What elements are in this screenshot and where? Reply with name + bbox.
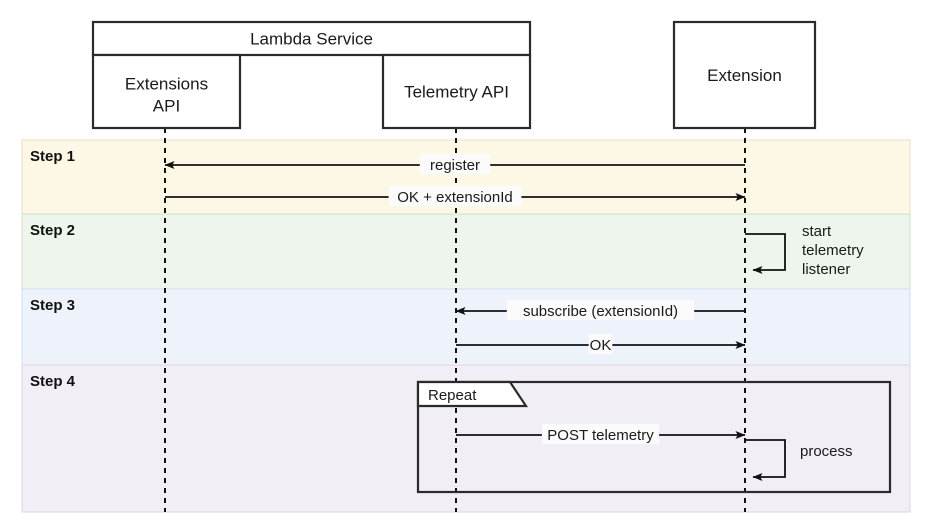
step-label-1: Step 1 — [30, 148, 75, 165]
message-label-ok: OK — [590, 337, 612, 354]
message-label-subscribe: subscribe (extensionId) — [523, 303, 678, 320]
message-label-post-telemetry: POST telemetry — [547, 427, 654, 444]
self-message-loop-process — [745, 439, 786, 481]
self-message-label-start-telemetry-listener-line-3: listener — [802, 261, 850, 278]
step-bands-layer — [21, 139, 911, 513]
actor-box-extensions-api — [91, 53, 242, 130]
repeat-fragment-tab — [416, 380, 529, 408]
step-band-2 — [21, 213, 911, 290]
actor-label-extension: Extension — [707, 66, 782, 85]
step-label-2: Step 2 — [30, 222, 75, 239]
actor-label-telemetry-api: Telemetry API — [404, 83, 509, 102]
actor-box-extension — [672, 20, 817, 130]
self-message-loop-start-telemetry-listener — [745, 233, 786, 274]
self-message-label-process-line-1: process — [800, 443, 853, 460]
step-labels-layer: Step 1 Step 2 Step 3 Step 4 — [30, 148, 76, 390]
self-message-label-start-telemetry-listener-line-2: telemetry — [802, 242, 864, 259]
message-label-bg-ok — [588, 334, 613, 354]
messages-layer: register OK + extensionId subscribe (exten… — [164, 154, 746, 444]
actor-label-lambda-service: Lambda Service — [250, 30, 373, 49]
self-message-label-start-telemetry-listener-line-1: start — [802, 223, 832, 240]
step-band-3 — [21, 288, 911, 366]
fragment-layer: Repeat — [416, 380, 892, 494]
message-label-bg-register — [419, 154, 491, 174]
message-label-register: register — [430, 157, 480, 174]
message-label-ok-extension-id: OK + extensionId — [397, 189, 513, 206]
self-messages-layer: start telemetry listener process — [745, 223, 864, 481]
actor-box-lambda-service — [91, 20, 532, 57]
step-label-3: Step 3 — [30, 297, 75, 314]
message-label-bg-subscribe — [506, 300, 695, 320]
step-label-4: Step 4 — [30, 373, 76, 390]
repeat-fragment-label: Repeat — [428, 387, 477, 404]
actor-label-extensions-api-line-1: Extensions — [125, 75, 208, 94]
actor-label-extensions-api-line-2: API — [153, 97, 180, 116]
actor-box-telemetry-api — [381, 53, 532, 130]
message-label-bg-post-telemetry — [541, 424, 660, 444]
repeat-fragment-box — [416, 380, 892, 494]
message-label-bg-ok-extension-id — [388, 186, 522, 206]
